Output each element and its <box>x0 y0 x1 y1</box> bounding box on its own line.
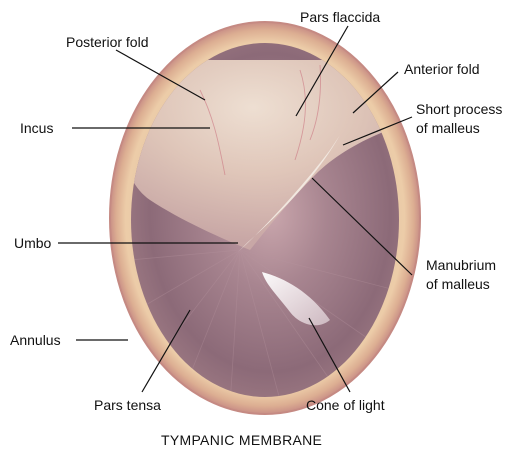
label-umbo: Umbo <box>14 235 52 251</box>
label-posterior-fold: Posterior fold <box>66 34 148 50</box>
label-anterior-fold: Anterior fold <box>404 61 479 77</box>
label-manubrium-line2: of malleus <box>426 276 490 292</box>
label-incus: Incus <box>20 120 53 136</box>
label-pars-tensa: Pars tensa <box>94 397 161 413</box>
label-pars-flaccida: Pars flaccida <box>300 9 380 25</box>
label-short-process-line2: of malleus <box>416 120 480 136</box>
membrane-artwork <box>110 22 420 414</box>
label-manubrium-line1: Manubrium <box>426 257 496 273</box>
label-cone-of-light: Cone of light <box>306 397 385 413</box>
figure-caption: TYMPANIC MEMBRANE <box>161 432 322 448</box>
label-short-process-line1: Short process <box>416 101 502 117</box>
label-annulus: Annulus <box>10 332 61 348</box>
